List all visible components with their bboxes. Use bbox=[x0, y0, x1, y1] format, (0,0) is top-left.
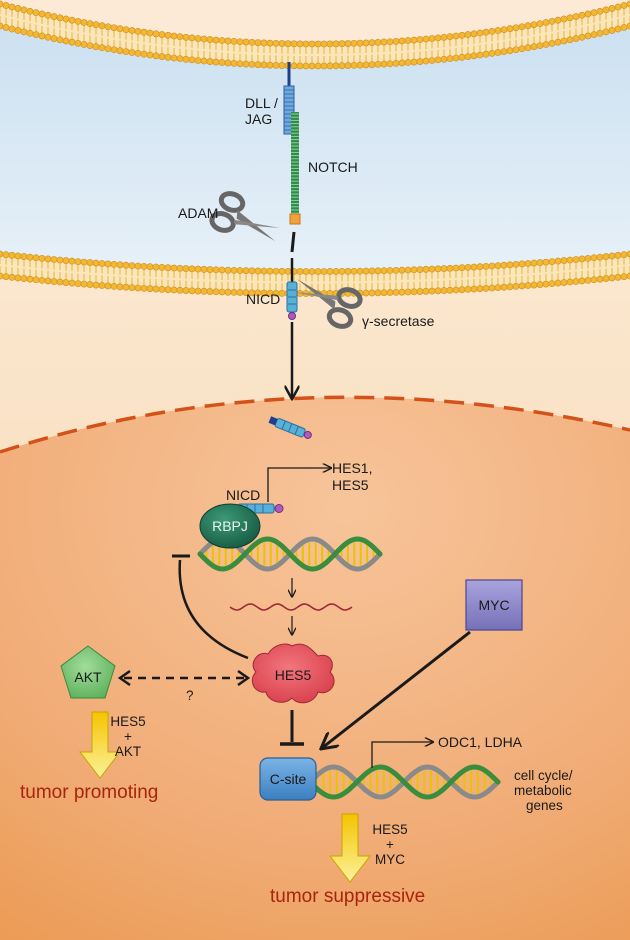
lower-cell-membrane bbox=[0, 250, 630, 297]
nicd-nuclear-protein bbox=[268, 416, 312, 439]
extracellular-space bbox=[0, 0, 630, 283]
hes5-myc-label-line3: MYC bbox=[375, 852, 405, 867]
hes5-feedback-inhibition-line bbox=[178, 559, 249, 660]
tumor-suppressive-label: tumor suppressive bbox=[270, 886, 425, 907]
hes5-protein bbox=[251, 643, 335, 704]
hes1-label: HES1, bbox=[332, 460, 372, 476]
notch-label: NOTCH bbox=[308, 159, 358, 175]
akt-label: AKT bbox=[74, 669, 102, 685]
adam-label: ADAM bbox=[178, 205, 218, 221]
nuclear-envelope bbox=[0, 395, 630, 454]
mrna-strand bbox=[229, 603, 353, 611]
odc1-ldha-transcription-arrow bbox=[371, 742, 432, 768]
hes5-target-label: HES5 bbox=[332, 477, 369, 493]
hes-transcription-arrow bbox=[267, 468, 330, 502]
akt-protein bbox=[60, 645, 116, 699]
notch-receptor bbox=[289, 112, 301, 284]
nicd-membrane-protein bbox=[286, 281, 298, 320]
hes5-akt-label-line1: HES5 bbox=[110, 714, 145, 729]
odc1-ldha-label: ODC1, LDHA bbox=[438, 734, 523, 750]
tumor-promoting-label: tumor promoting bbox=[20, 782, 158, 803]
cell-cycle-label-line1: cell cycle/ bbox=[514, 768, 573, 783]
dna-helix-lower bbox=[307, 764, 501, 800]
tumor-promoting-arrow bbox=[78, 711, 122, 779]
c-site-box bbox=[259, 757, 317, 801]
tumor-suppressive-arrow bbox=[328, 813, 372, 883]
question-mark-label: ? bbox=[186, 688, 194, 703]
rbpj-protein bbox=[199, 503, 261, 549]
cell-cycle-label-line2: metabolic bbox=[514, 783, 572, 798]
adam-scissors-icon bbox=[209, 191, 281, 242]
dll-jag-label-line2: JAG bbox=[245, 111, 272, 127]
upper-cell bbox=[0, 0, 630, 41]
nicd-nuclear-label: NICD bbox=[226, 487, 260, 503]
hes5-myc-label-line2: + bbox=[386, 837, 394, 852]
hes5-node-label: HES5 bbox=[275, 667, 312, 683]
dll-jag-label-line1: DLL / bbox=[245, 95, 278, 111]
myc-label: MYC bbox=[478, 597, 509, 613]
hes5-akt-label-line3: AKT bbox=[115, 744, 141, 759]
hes5-side-arrowhead bbox=[237, 669, 251, 687]
myc-activation-arrow bbox=[322, 630, 471, 748]
dll-jag-ligand bbox=[283, 62, 295, 135]
upper-cell-membrane bbox=[0, 0, 630, 70]
akt-side-arrowhead bbox=[117, 669, 131, 687]
hes5-myc-label-line1: HES5 bbox=[372, 822, 407, 837]
rbpj-label: RBPJ bbox=[212, 518, 248, 534]
c-site-label: C-site bbox=[270, 771, 307, 787]
myc-protein bbox=[465, 579, 523, 631]
hes5-akt-label-line2: + bbox=[124, 729, 132, 744]
gamma-secretase-label: γ-secretase bbox=[362, 313, 435, 329]
nicd-membrane-label: NICD bbox=[246, 291, 280, 307]
cell-cycle-label-line3: genes bbox=[526, 798, 563, 813]
